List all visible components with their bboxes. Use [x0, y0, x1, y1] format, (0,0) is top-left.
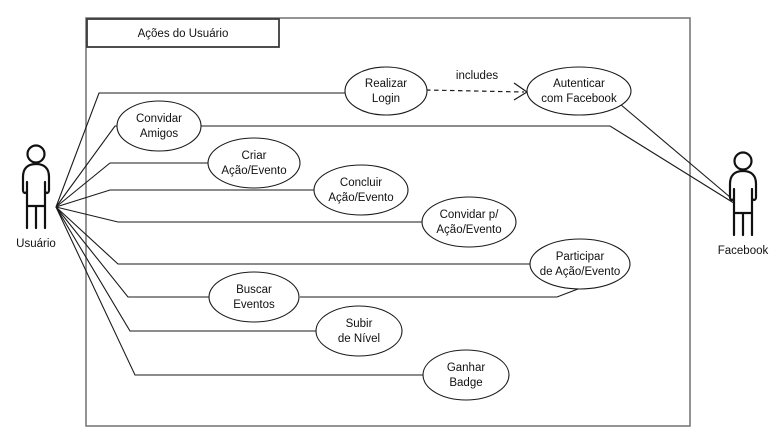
use-case-ellipse [529, 238, 631, 290]
assoc-usuario-participar-acao [55, 206, 533, 265]
use-case-ellipse [344, 66, 428, 116]
system-boundary-box [85, 17, 691, 427]
use-case-label-line1: Convidar p/ [440, 209, 500, 221]
assoc-participar-to-buscar-line [300, 288, 579, 298]
actor-facebook[interactable]: Facebook [718, 151, 769, 258]
use-case-label-line1: Convidar [136, 113, 182, 125]
use-case-label-line1: Buscar [236, 284, 272, 296]
assoc-usuario-convidar-amigos [55, 125, 122, 208]
assoc-usuario-ganhar-badge [55, 206, 423, 376]
use-case-convidar-p-acao-evento[interactable]: Convidar p/ Ação/Evento [421, 196, 517, 248]
use-case-label-line1: Participar [556, 251, 605, 263]
boundary-title-label: Ações do Usuário [138, 28, 229, 40]
use-case-label-line2: Amigos [140, 128, 179, 140]
use-case-ellipse [313, 164, 409, 216]
use-case-label-line2: de Ação/Evento [540, 266, 621, 278]
use-case-autenticar-com-facebook[interactable]: Autenticar com Facebook [526, 66, 632, 116]
use-case-ellipse [421, 196, 517, 248]
use-case-ellipse [526, 66, 632, 116]
assoc-convidar-amigos-to-facebook [196, 125, 738, 206]
use-case-label-line2: de Nível [338, 333, 380, 345]
use-case-label-line2: Badge [449, 377, 482, 389]
use-case-criar-acao-evento[interactable]: Criar Ação/Evento [207, 137, 301, 189]
actor-label-facebook: Facebook [718, 245, 769, 257]
use-case-label-line2: Eventos [233, 299, 275, 311]
use-case-label-line1: Subir [346, 318, 373, 330]
use-case-label-line1: Ganhar [447, 362, 486, 374]
use-case-label-line1: Criar [242, 150, 267, 162]
use-case-label-line2: Ação/Evento [221, 165, 286, 177]
actor-body-icon [728, 169, 758, 237]
use-case-ellipse [208, 271, 300, 323]
actor-label-usuario: Usuário [16, 238, 56, 250]
assoc-usuario-convidar-p-acao [55, 206, 423, 223]
use-case-ellipse [422, 349, 510, 401]
assoc-usuario-subir-de-nivel [55, 206, 317, 332]
use-case-concluir-acao-evento[interactable]: Concluir Ação/Evento [313, 164, 409, 216]
use-case-ellipse [207, 137, 301, 189]
use-case-ganhar-badge[interactable]: Ganhar Badge [422, 349, 510, 401]
use-case-label-line1: Realizar [365, 78, 407, 90]
assoc-usuario-buscar-eventos [55, 206, 209, 298]
use-case-label-line1: Concluir [340, 177, 382, 189]
use-case-label-line2: Ação/Evento [328, 192, 393, 204]
include-stereotype-label: includes [456, 70, 498, 82]
use-case-realizar-login[interactable]: Realizar Login [344, 66, 428, 116]
assoc-usuario-concluir-acao-evento [55, 189, 315, 208]
use-case-label-line2: com Facebook [541, 93, 617, 105]
use-case-convidar-amigos[interactable]: Convidar Amigos [116, 100, 202, 152]
actor-head-icon [26, 144, 46, 164]
actor-body-icon [21, 162, 51, 230]
use-case-participar-de-acao-evento[interactable]: Participar de Ação/Evento [529, 238, 631, 290]
assoc-usuario-criar-acao-evento [55, 162, 209, 208]
include-dashed-line [425, 89, 525, 93]
boundary-title-box [86, 18, 280, 48]
use-case-ellipse [315, 305, 403, 357]
actor-head-icon [733, 151, 753, 171]
use-case-subir-de-nivel[interactable]: Subir de Nível [315, 305, 403, 357]
assoc-usuario-realizar-login [55, 92, 346, 208]
actor-usuario[interactable]: Usuário [16, 144, 56, 251]
use-case-ellipse [116, 100, 202, 152]
use-case-label-line2: Login [372, 93, 400, 105]
use-case-buscar-eventos[interactable]: Buscar Eventos [208, 271, 300, 323]
use-case-label-line1: Autenticar [553, 78, 605, 90]
use-case-label-line2: Ação/Evento [436, 224, 501, 236]
assoc-autenticar-to-facebook [619, 103, 738, 204]
